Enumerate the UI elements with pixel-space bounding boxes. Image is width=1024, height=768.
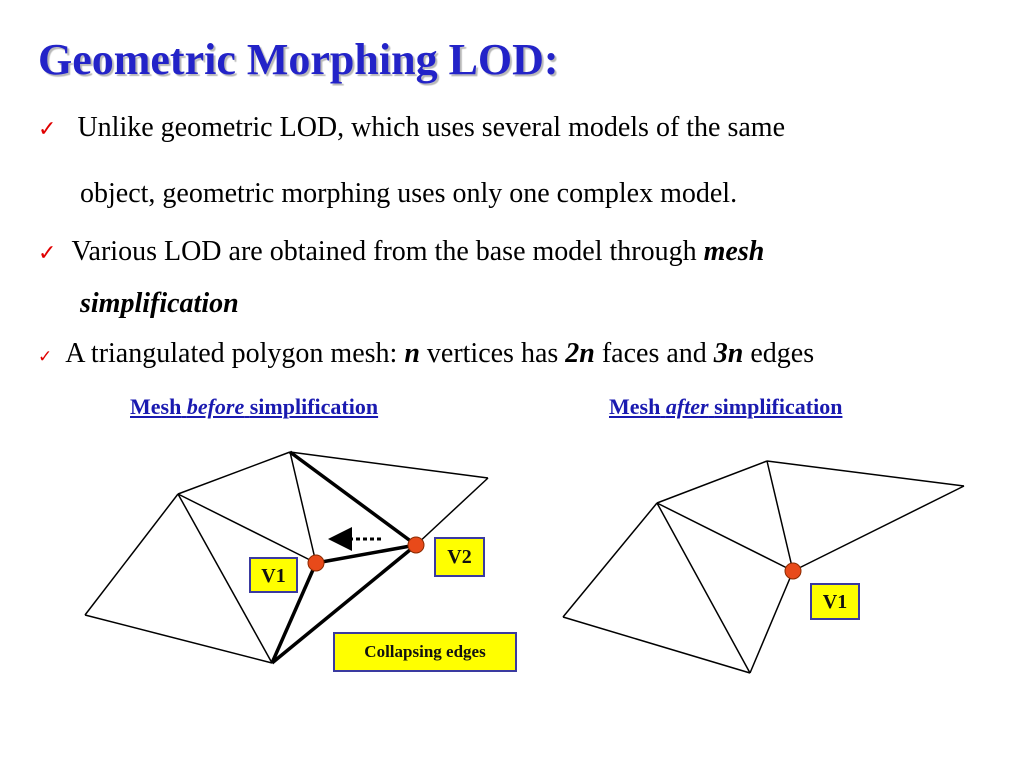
bullet-2-line-1: ✓ Various LOD are obtained from the base… xyxy=(38,236,764,268)
mesh-edge xyxy=(289,451,317,564)
heading-after-prefix: Mesh xyxy=(609,394,661,419)
mesh-edge xyxy=(656,460,768,504)
mesh-edge xyxy=(84,493,179,616)
check-icon: ✓ xyxy=(38,116,57,141)
vertex-v1-after xyxy=(784,562,802,580)
vertex-v2-before xyxy=(407,536,425,554)
bullet-3-3n: 3n xyxy=(713,338,744,369)
bullet-2-text: Various LOD are obtained from the base m… xyxy=(71,236,697,267)
heading-before-suffix: simplification xyxy=(249,394,379,419)
label-v2-before: V2 xyxy=(434,537,485,577)
collapsing-edge xyxy=(288,450,418,547)
mesh-edge xyxy=(749,570,794,674)
mesh-edge xyxy=(656,502,751,674)
bullet-3: ✓ A triangulated polygon mesh: n vertice… xyxy=(38,338,814,370)
bullet-2-emphasis-mesh: mesh xyxy=(703,236,765,267)
bullet-2-emphasis-simplification: simplification xyxy=(80,288,239,319)
mesh-edge xyxy=(766,460,965,487)
label-v1-after: V1 xyxy=(810,583,860,620)
check-icon: ✓ xyxy=(38,240,57,265)
heading-before: Mesh before simplification xyxy=(130,394,378,420)
collapsing-edge xyxy=(270,562,318,664)
vertex-v1-before xyxy=(307,554,325,572)
mesh-edge xyxy=(562,616,751,674)
heading-after-emphasis: after xyxy=(665,394,709,419)
bullet-3-text-2: vertices has xyxy=(426,338,559,369)
mesh-edge xyxy=(656,502,794,572)
mesh-edge xyxy=(177,451,291,495)
check-icon: ✓ xyxy=(38,347,53,366)
mesh-before xyxy=(84,451,489,664)
heading-before-emphasis: before xyxy=(186,394,245,419)
bullet-3-text-3: faces and xyxy=(601,338,707,369)
mesh-edge xyxy=(177,493,317,564)
bullet-3-2n: 2n xyxy=(565,338,595,369)
mesh-edge xyxy=(562,502,658,618)
mesh-edge xyxy=(289,451,489,479)
mesh-edge xyxy=(766,460,794,572)
mesh-after xyxy=(562,460,965,674)
bullet-1-text: Unlike geometric LOD, which uses several… xyxy=(77,112,786,143)
label-collapsing-edges: Collapsing edges xyxy=(333,632,517,672)
mesh-edge xyxy=(84,614,273,664)
bullet-1-line-1: ✓ Unlike geometric LOD, which uses sever… xyxy=(38,112,785,144)
mesh-edge xyxy=(415,477,489,546)
heading-after-suffix: simplification xyxy=(714,394,843,419)
collapsing-edge xyxy=(315,543,417,565)
collapsing-edge xyxy=(270,543,418,665)
bullet-3-n: n xyxy=(404,338,420,369)
heading-before-prefix: Mesh xyxy=(130,394,182,419)
heading-after: Mesh after simplification xyxy=(609,394,842,420)
mesh-edge xyxy=(177,493,273,664)
collapsing-edges xyxy=(270,450,418,665)
bullet-1-line-2: object, geometric morphing uses only one… xyxy=(80,178,738,209)
bullet-3-text-1: A triangulated polygon mesh: xyxy=(65,338,398,369)
slide-title: Geometric Morphing LOD: xyxy=(38,35,559,84)
bullet-3-text-4: edges xyxy=(750,338,815,369)
mesh-edge xyxy=(792,485,965,572)
label-v1-before: V1 xyxy=(249,557,298,593)
